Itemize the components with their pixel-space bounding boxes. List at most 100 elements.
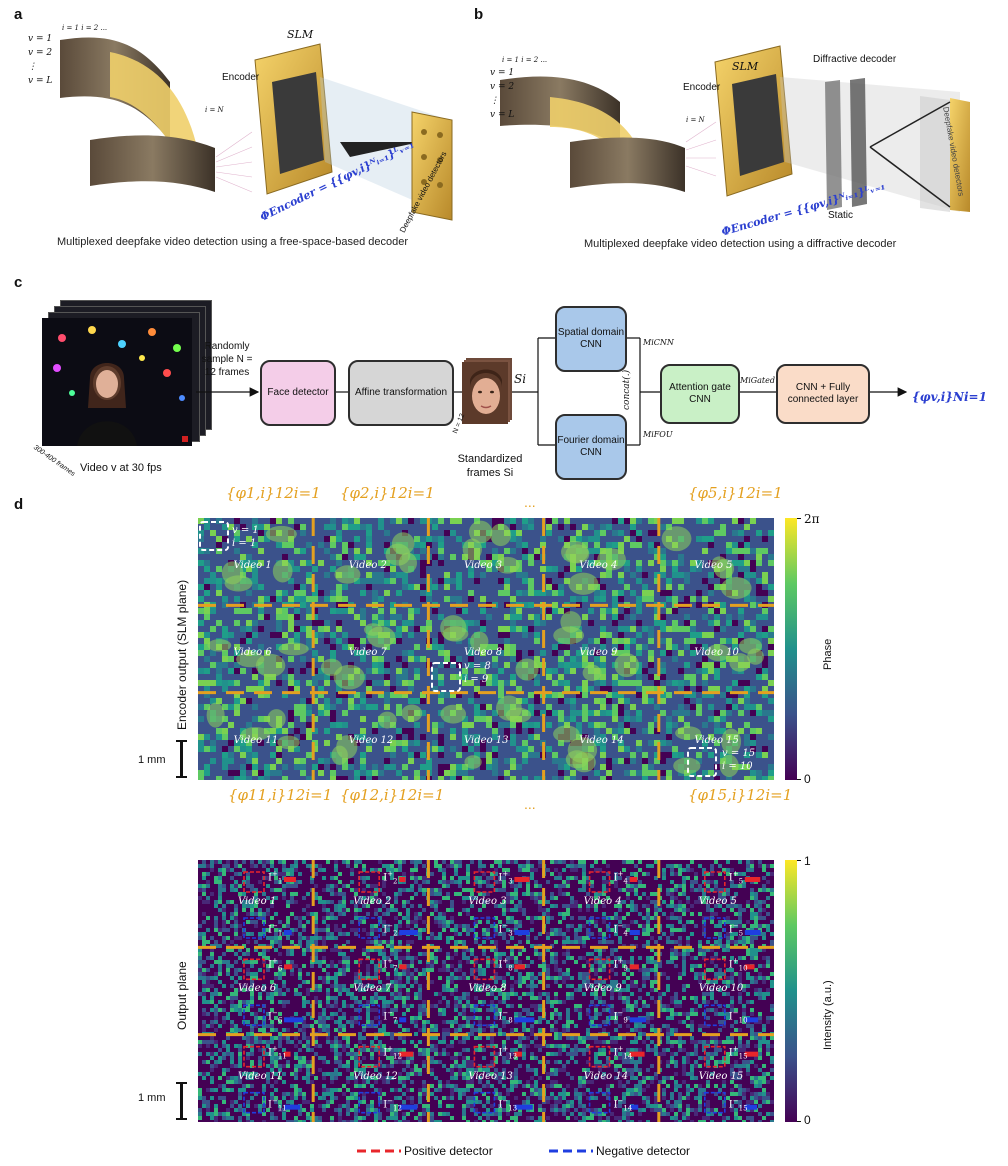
negative-detector-box <box>243 917 265 939</box>
phase-video-label: Video 2 <box>348 560 387 571</box>
positive-intensity-bar <box>744 877 761 882</box>
panel-d-letter: d <box>14 496 24 513</box>
encoder-phase-map <box>198 518 774 780</box>
phase-video-label: Video 7 <box>348 647 387 659</box>
positive-detector-label: I+10 <box>728 957 748 973</box>
phase-video-label: Video 5 <box>694 560 733 571</box>
panel-a-slm-label: SLM <box>287 28 314 41</box>
negative-intensity-bar <box>629 1017 647 1023</box>
affine-transformation-node: Affine transformation <box>348 360 454 426</box>
positive-detector-label: I+2 <box>383 870 398 886</box>
intensity-video-label: Video 11 <box>238 1070 283 1082</box>
bottom-set-12: {φ12,i}12i=1 <box>340 786 445 804</box>
negative-intensity-bar <box>744 1104 758 1110</box>
negative-intensity-bar <box>284 930 292 935</box>
negative-detector-label: I−5 <box>728 922 744 938</box>
negative-intensity-bar <box>744 1017 759 1023</box>
fourier-cnn-node: Fourier domain CNN <box>555 414 627 480</box>
positive-detector-box <box>588 871 611 893</box>
positive-detector-label: I+12 <box>383 1044 402 1060</box>
positive-intensity-bar <box>284 964 293 970</box>
intensity-video-label: Video 4 <box>583 896 622 907</box>
negative-detector-label: I−7 <box>383 1009 398 1025</box>
negative-intensity-bar <box>514 1104 533 1110</box>
negative-detector-label: I−14 <box>613 1096 633 1112</box>
negative-detector-box <box>473 917 496 939</box>
m-gated-label: MiGated <box>740 376 775 385</box>
concat-label: concat(.) <box>622 369 632 410</box>
intensity-video-label: Video 14 <box>583 1070 629 1082</box>
attention-gate-node: Attention gate CNN <box>660 364 740 424</box>
panel-b-frame-index-end: i = N <box>686 116 705 124</box>
intensity-colorbar <box>785 860 797 1122</box>
phase-video-label: Video 13 <box>464 734 509 746</box>
intensity-video-label: Video 15 <box>698 1070 744 1082</box>
positive-intensity-bar <box>514 877 530 882</box>
negative-detector-label: I−11 <box>268 1096 287 1112</box>
negative-intensity-bar <box>284 1017 304 1023</box>
phase-video-label: Video 6 <box>233 647 272 659</box>
positive-detector-box <box>473 871 496 893</box>
output-axis-label: Output plane <box>175 961 189 1030</box>
negative-intensity-bar <box>744 930 761 935</box>
positive-intensity-bar <box>284 1051 291 1057</box>
output-intensity-map <box>198 860 774 1122</box>
negative-detector-label: I−10 <box>728 1009 748 1025</box>
top-set-5: {φ5,i}12i=1 <box>688 484 783 502</box>
negative-intensity-bar <box>399 930 418 935</box>
panel-b-encoder-label: Encoder <box>683 82 721 93</box>
intensity-video-label: Video 7 <box>353 983 392 995</box>
phase-colorbar <box>785 518 797 780</box>
intensity-video-label: Video 2 <box>353 896 392 907</box>
negative-detector-label: I−4 <box>613 922 628 938</box>
top-set-1: {φ1,i}12i=1 <box>226 484 321 502</box>
phase-video-label: Video 10 <box>694 647 739 659</box>
positive-intensity-bar <box>284 877 296 882</box>
panel-a-caption: Multiplexed deepfake video detection usi… <box>57 236 409 248</box>
intensity-video-label: Video 8 <box>468 983 507 995</box>
legend-negative-swatch <box>549 1149 593 1153</box>
negative-intensity-bar <box>514 1017 535 1023</box>
phase-video-label: Video 14 <box>579 734 624 746</box>
panel-a-illustration <box>60 37 453 221</box>
negative-intensity-bar <box>399 1017 407 1023</box>
panel-c-connectors <box>196 337 908 446</box>
positive-intensity-bar <box>514 964 526 970</box>
si-label: Si <box>514 372 527 386</box>
bottom-set-ellipsis: ... <box>524 796 536 812</box>
legend-negative-label: Negative detector <box>596 1144 691 1158</box>
phase-video-label: Video 15 <box>694 734 739 746</box>
negative-detector-label: I−9 <box>613 1009 628 1025</box>
positive-detector-box <box>243 871 265 893</box>
positive-detector-label: I+14 <box>613 1044 633 1060</box>
negative-intensity-bar <box>629 1104 639 1110</box>
fc-layer-node: CNN + Fully connected layer <box>776 364 870 424</box>
scale-bar-bottom-label: 1 mm <box>138 1092 166 1104</box>
positive-intensity-bar <box>514 1051 522 1057</box>
video-frame-thumbnail <box>42 318 192 446</box>
negative-detector-label: I−6 <box>268 1009 283 1025</box>
intensity-video-label: Video 13 <box>468 1070 513 1082</box>
top-set-ellipsis: ... <box>524 494 536 510</box>
panel-a-video-labels: v = 1 v = 2 ⋮ v = L <box>28 34 53 86</box>
annotation-box-1 <box>199 521 229 551</box>
negative-detector-label: I−8 <box>498 1009 513 1025</box>
panel-a-encoder-label: Encoder <box>222 72 260 83</box>
phase-video-label: Video 8 <box>464 647 503 659</box>
encoder-axis-label: Encoder output (SLM plane) <box>175 579 189 730</box>
panel-b-frame-index-top: i = 1 i = 2 ... <box>502 56 548 64</box>
panel-b-static-label: Static <box>828 210 854 221</box>
positive-detector-label: I+5 <box>728 870 744 886</box>
positive-intensity-bar <box>629 877 638 882</box>
negative-detector-box <box>703 917 726 939</box>
panel-a-frame-index-top: i = 1 i = 2 ... <box>62 24 108 32</box>
phase-video-label: Video 9 <box>579 647 618 659</box>
positive-detector-label: I+1 <box>268 870 283 886</box>
intensity-tick-min: 0 <box>804 1113 811 1127</box>
phase-video-label: Video 3 <box>464 560 503 571</box>
sample-text: Randomly sample N = 12 frames <box>201 341 253 378</box>
m-cnn-label: MiCNN <box>643 338 674 347</box>
